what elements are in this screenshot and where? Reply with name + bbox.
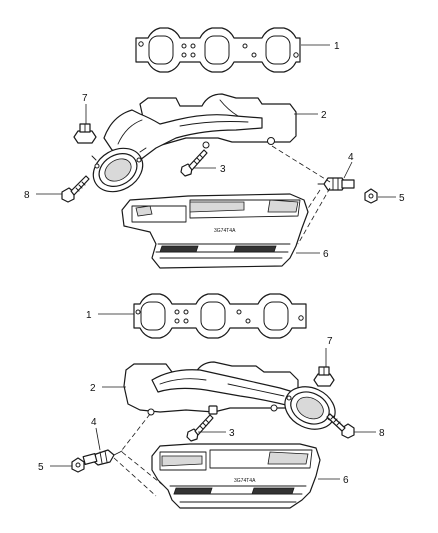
- callout-top-cap: 7: [82, 93, 88, 104]
- callout-bottom-sensor: 4: [91, 417, 97, 428]
- bottom-bolt: [326, 413, 355, 439]
- top-shield-stamp: 3G74T4A: [214, 228, 236, 234]
- top-stud: [180, 149, 208, 177]
- callout-bottom-cap: 7: [327, 336, 333, 347]
- top-oxygen-sensor: [317, 177, 355, 191]
- callout-bottom-bolt: 8: [379, 428, 385, 439]
- top-nut: [364, 188, 378, 204]
- bottom-gasket: [133, 293, 307, 339]
- callout-top-bolt: 8: [24, 190, 30, 201]
- bottom-heat-shield: [151, 443, 321, 509]
- callout-top-gasket: 1: [334, 41, 340, 52]
- callout-top-nut: 5: [399, 193, 405, 204]
- callout-bottom-gasket: 1: [86, 310, 92, 321]
- callout-bottom-manifold: 2: [90, 383, 96, 394]
- callout-bottom-shield: 6: [343, 475, 349, 486]
- bottom-cap-nut: [313, 366, 335, 387]
- bottom-nut: [71, 457, 85, 473]
- top-bolt: [61, 175, 90, 203]
- bottom-stud: [186, 405, 218, 442]
- top-gasket: [135, 27, 301, 73]
- bottom-manifold: [123, 361, 336, 430]
- callout-bottom-nut: 5: [38, 462, 44, 473]
- top-heat-shield: [121, 193, 309, 269]
- callout-top-sensor: 4: [348, 152, 354, 163]
- callout-top-shield: 6: [323, 249, 329, 260]
- top-cap-nut: [73, 123, 97, 144]
- top-manifold: [91, 93, 297, 193]
- bottom-shield-stamp: 3G74T4A: [234, 478, 256, 484]
- callout-top-stud: 3: [220, 164, 226, 175]
- bottom-oxygen-sensor: [82, 449, 123, 466]
- callout-top-manifold: 2: [321, 110, 327, 121]
- callout-bottom-stud: 3: [229, 428, 235, 439]
